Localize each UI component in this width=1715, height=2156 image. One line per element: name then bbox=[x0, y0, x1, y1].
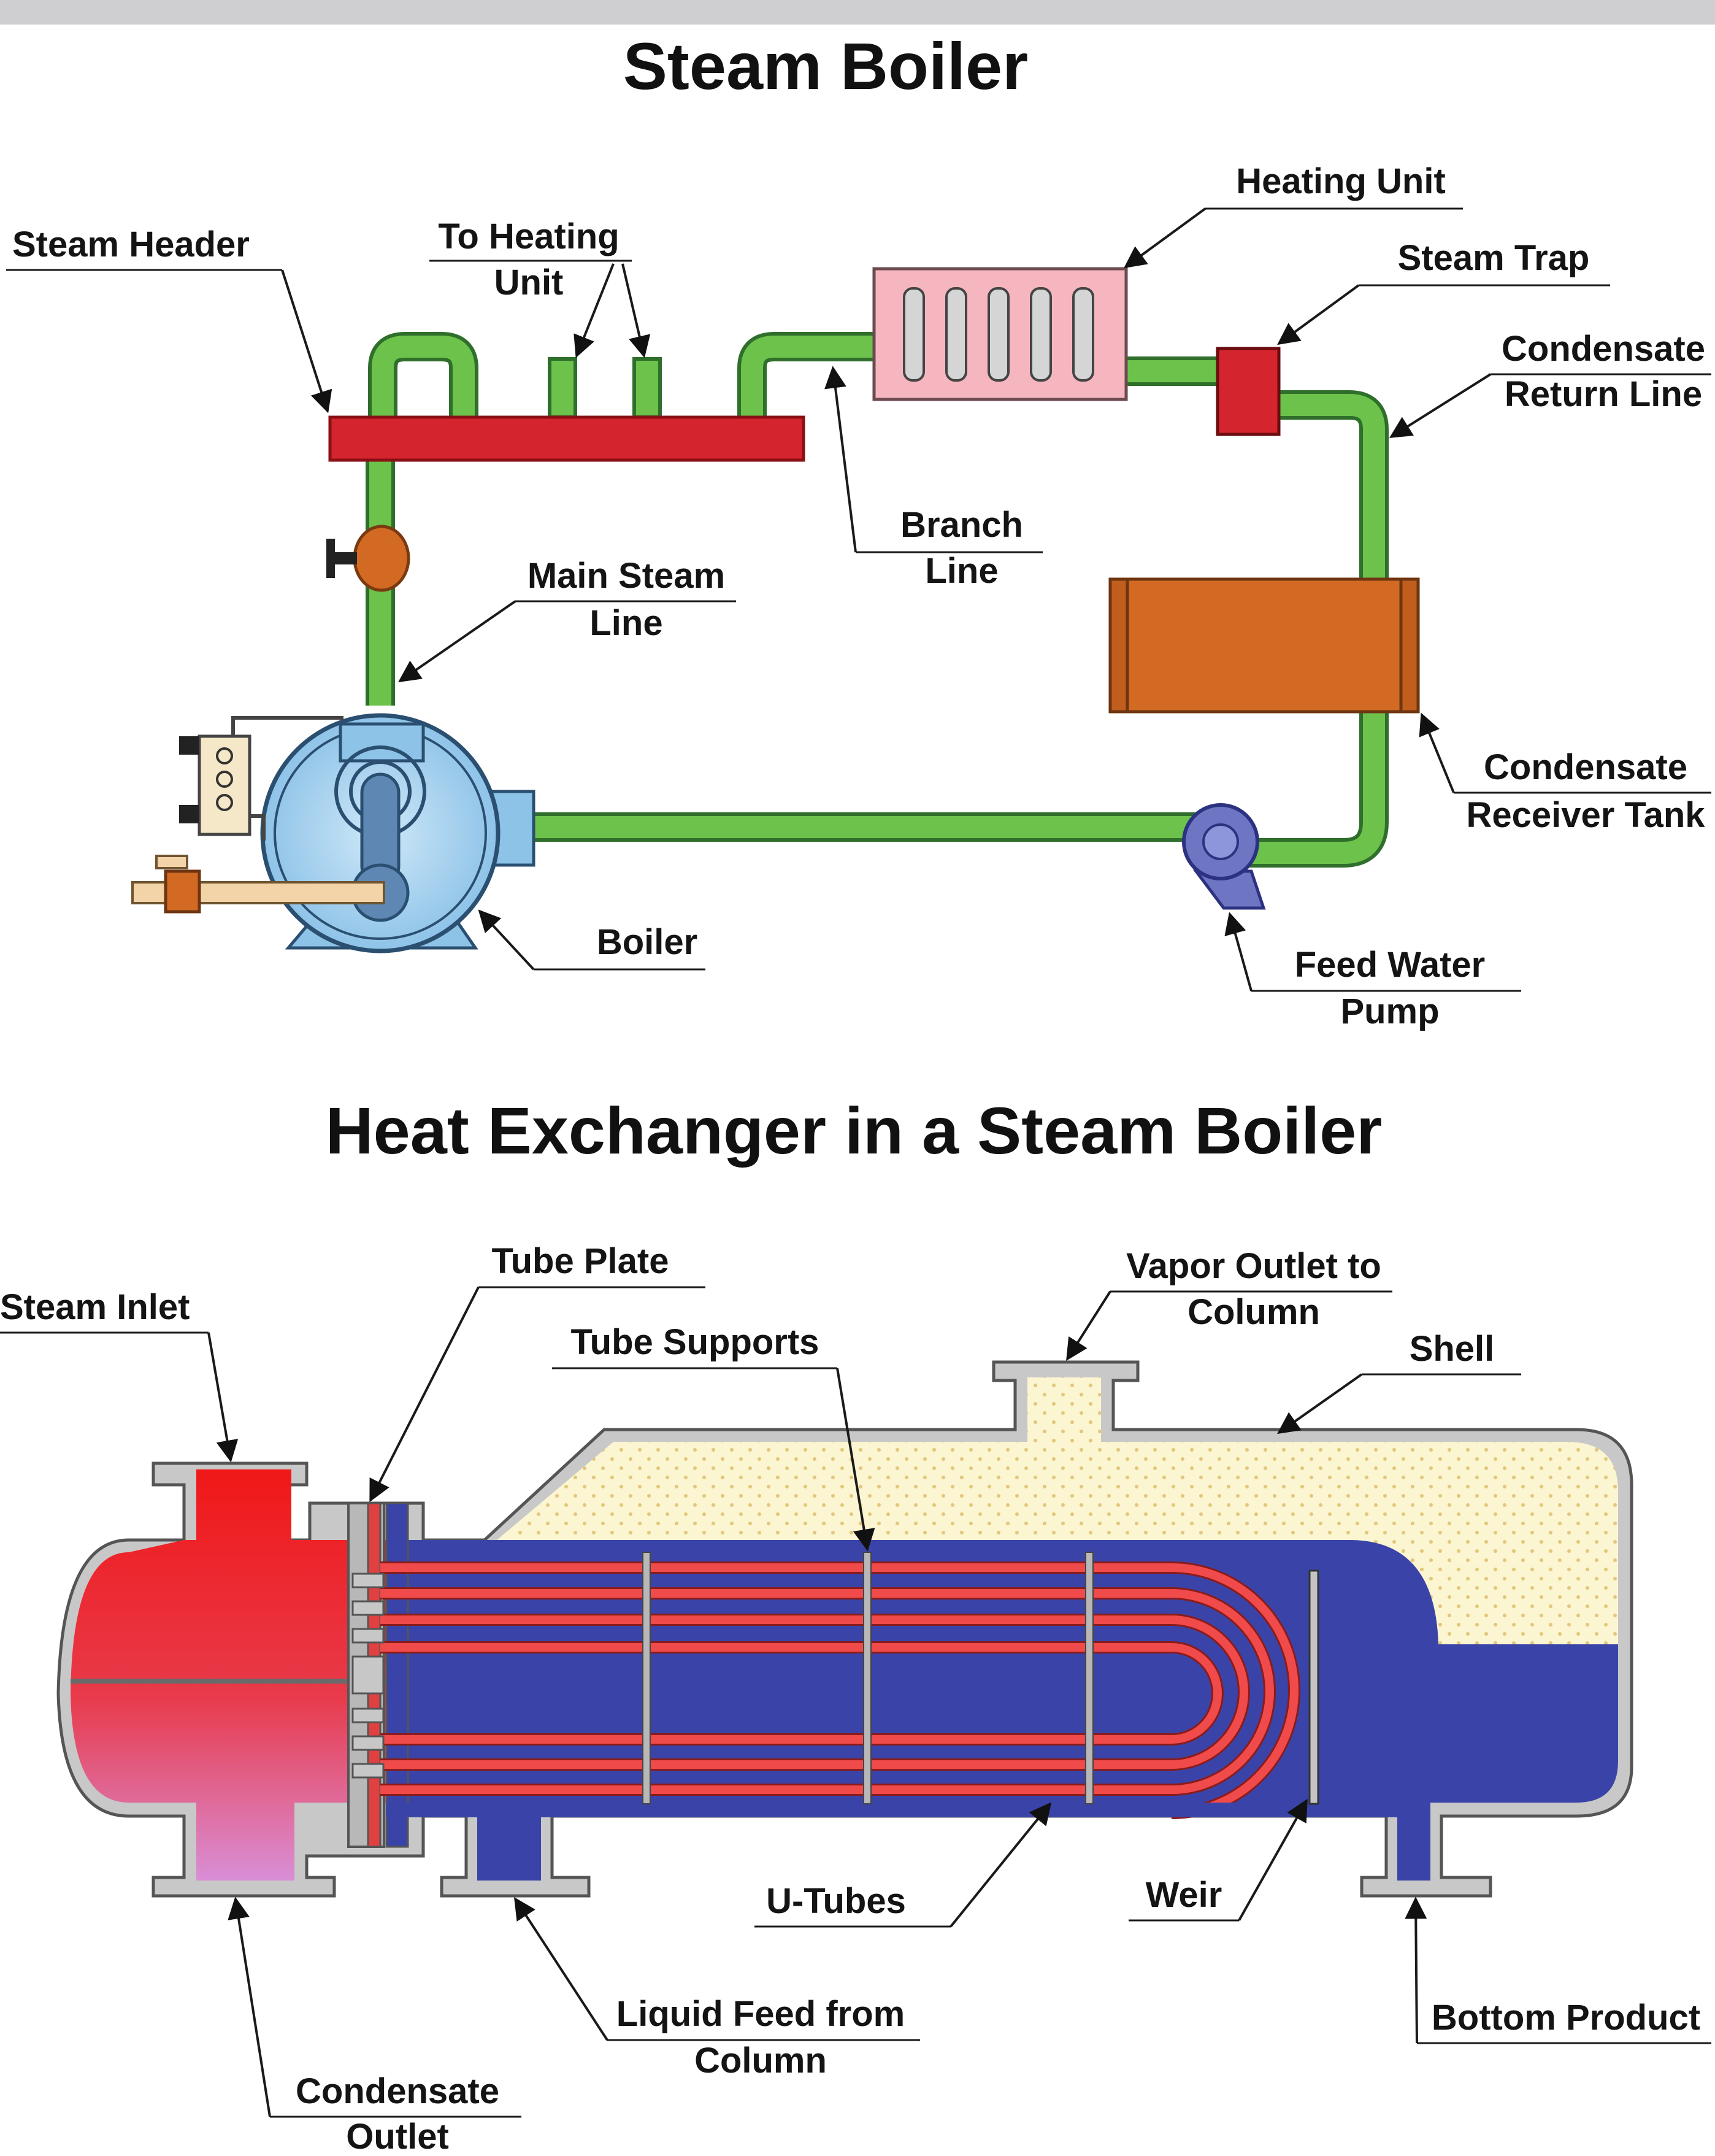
svg-text:Outlet: Outlet bbox=[346, 2117, 449, 2156]
label-weir: Weir bbox=[1129, 1798, 1308, 1922]
svg-text:Shell: Shell bbox=[1410, 1329, 1495, 1369]
svg-text:Condensate: Condensate bbox=[1502, 329, 1705, 369]
steam-trap bbox=[1216, 347, 1281, 436]
svg-text:Main Steam: Main Steam bbox=[528, 556, 725, 596]
svg-text:Return Line: Return Line bbox=[1505, 374, 1702, 414]
label-steam-header: Steam Header bbox=[6, 225, 332, 414]
heating-unit bbox=[872, 267, 1128, 401]
heat-exchanger-title: Heat Exchanger in a Steam Boiler bbox=[326, 1093, 1383, 1168]
label-steam-trap: Steam Trap bbox=[1277, 238, 1610, 345]
svg-text:Feed Water: Feed Water bbox=[1295, 945, 1485, 985]
condensate-receiver-tank bbox=[1108, 577, 1420, 714]
label-liquid-feed: Liquid Feed from Column bbox=[514, 1896, 920, 2081]
label-tube-plate: Tube Plate bbox=[369, 1241, 705, 1503]
boiler bbox=[131, 713, 535, 953]
svg-text:Receiver Tank: Receiver Tank bbox=[1466, 795, 1705, 835]
svg-text:Condensate: Condensate bbox=[1484, 747, 1687, 787]
svg-text:Condensate: Condensate bbox=[296, 2071, 499, 2111]
svg-text:Line: Line bbox=[589, 603, 662, 643]
feed-water-pump bbox=[1182, 803, 1266, 910]
label-condensate-receiver-tank: Condensate Receiver Tank bbox=[1419, 712, 1711, 835]
label-boiler: Boiler bbox=[478, 909, 705, 971]
label-tube-supports: Tube Supports bbox=[552, 1322, 875, 1552]
steam-boiler-title: Steam Boiler bbox=[623, 29, 1028, 103]
label-u-tubes: U-Tubes bbox=[754, 1802, 1052, 1928]
label-vapor-outlet: Vapor Outlet to Column bbox=[1066, 1246, 1392, 1361]
svg-text:Unit: Unit bbox=[494, 263, 564, 302]
svg-text:Steam Trap: Steam Trap bbox=[1398, 238, 1590, 278]
svg-text:Column: Column bbox=[694, 2041, 827, 2081]
svg-text:Line: Line bbox=[925, 551, 998, 591]
svg-text:Tube Supports: Tube Supports bbox=[571, 1322, 819, 1362]
svg-text:Steam Header: Steam Header bbox=[12, 225, 250, 264]
label-condensate-outlet: Condensate Outlet bbox=[228, 1896, 521, 2156]
label-heating-unit: Heating Unit bbox=[1124, 161, 1463, 269]
svg-text:Steam Inlet: Steam Inlet bbox=[0, 1287, 190, 1327]
svg-text:U-Tubes: U-Tubes bbox=[766, 1881, 906, 1921]
svg-text:To Heating: To Heating bbox=[438, 217, 619, 256]
main-steam-valve bbox=[326, 525, 410, 592]
label-feed-water-pump: Feed Water Pump bbox=[1224, 912, 1521, 1031]
label-to-heating-unit: To Heating Unit bbox=[429, 217, 651, 358]
label-branch-line: Branch Line bbox=[824, 366, 1043, 591]
label-bottom-product: Bottom Product bbox=[1405, 1896, 1711, 2044]
svg-text:Bottom Product: Bottom Product bbox=[1432, 1998, 1700, 2038]
svg-text:Vapor Outlet to: Vapor Outlet to bbox=[1126, 1246, 1381, 1286]
top-border-strip bbox=[0, 0, 1715, 25]
svg-text:Boiler: Boiler bbox=[597, 922, 697, 962]
svg-text:Liquid Feed from: Liquid Feed from bbox=[616, 1994, 905, 2034]
heat-exchanger bbox=[56, 1360, 1633, 1898]
label-shell: Shell bbox=[1277, 1329, 1521, 1434]
svg-text:Weir: Weir bbox=[1146, 1875, 1222, 1915]
label-main-steam-line: Main Steam Line bbox=[398, 556, 736, 683]
label-steam-inlet: Steam Inlet bbox=[0, 1287, 239, 1463]
svg-text:Branch: Branch bbox=[900, 505, 1023, 545]
svg-text:Tube Plate: Tube Plate bbox=[492, 1241, 669, 1281]
steam-header bbox=[328, 415, 805, 462]
label-condensate-return-line: Condensate Return Line bbox=[1389, 329, 1711, 438]
svg-text:Pump: Pump bbox=[1340, 991, 1439, 1031]
svg-text:Heating Unit: Heating Unit bbox=[1236, 161, 1446, 201]
svg-text:Column: Column bbox=[1187, 1292, 1320, 1332]
